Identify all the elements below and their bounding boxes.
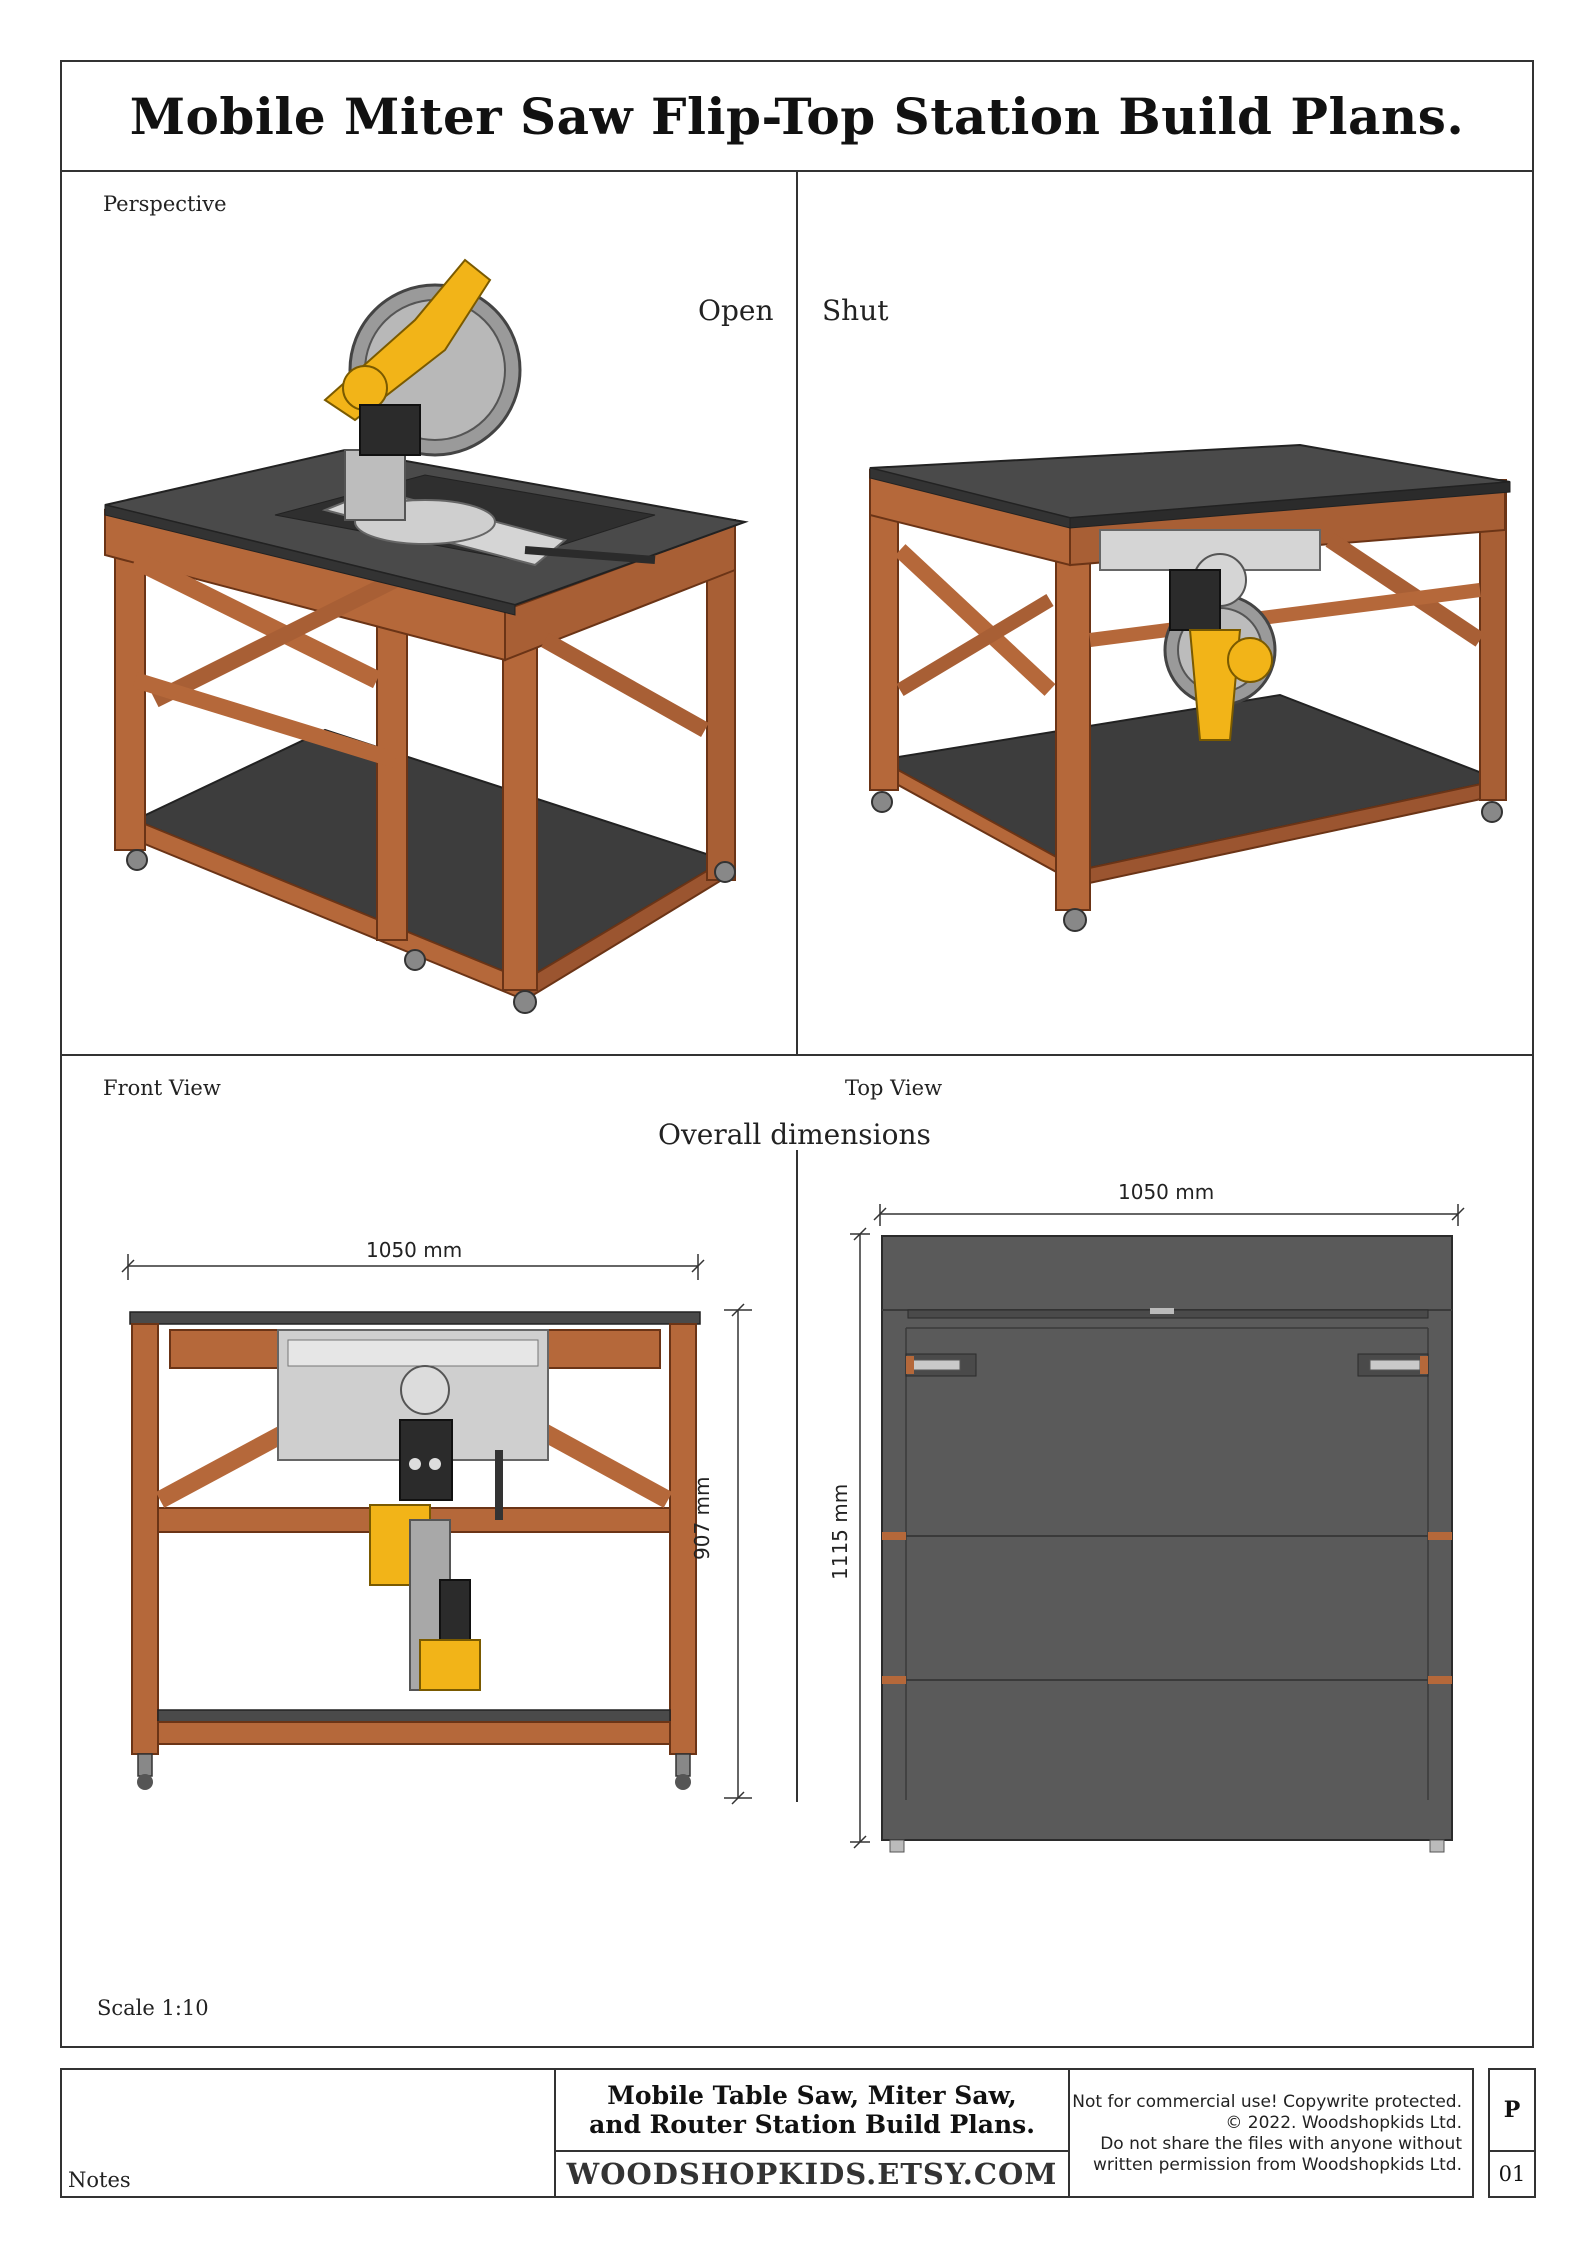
notes-label: Notes (68, 2168, 131, 2192)
front-view-label: Front View (103, 1076, 221, 1100)
front-width-dimension: 1050 mm (366, 1238, 463, 1262)
top-view-label: Top View (845, 1076, 943, 1100)
copyright-line-4: written permission from Woodshopkids Ltd… (1093, 2155, 1462, 2175)
orthographic-divider (796, 1150, 798, 1802)
website-box: WOODSHOPKIDS.ETSY.COM (554, 2150, 1070, 2198)
open-label: Open (698, 294, 774, 327)
project-line-2: and Router Station Build Plans. (589, 2110, 1035, 2139)
sheet-number-box: 01 (1488, 2150, 1536, 2198)
copyright-box: Not for commercial use! Copywrite protec… (1068, 2068, 1474, 2198)
shut-label: Shut (822, 294, 889, 327)
front-view-illustration (121, 1254, 752, 1805)
website-text: WOODSHOPKIDS.ETSY.COM (566, 2157, 1058, 2191)
scale-label: Scale 1:10 (97, 1996, 209, 2020)
top-depth-dimension: 1115 mm (828, 1483, 852, 1580)
sheet-type-box: P (1488, 2068, 1536, 2152)
top-view-illustration (850, 1204, 1465, 1853)
row-divider (60, 1054, 1534, 1056)
overall-dimensions-label: Overall dimensions (658, 1118, 931, 1151)
page-title: Mobile Miter Saw Flip-Top Station Build … (129, 86, 1465, 146)
copyright-line-3: Do not share the files with anyone witho… (1100, 2134, 1462, 2154)
project-line-1: Mobile Table Saw, Miter Saw, (607, 2081, 1017, 2110)
perspective-divider (796, 170, 798, 1054)
top-width-dimension: 1050 mm (1118, 1180, 1215, 1204)
sheet-type: P (1503, 2097, 1521, 2123)
copyright-line-1: Not for commercial use! Copywrite protec… (1072, 2092, 1462, 2112)
copyright-line-2: © 2022. Woodshopkids Ltd. (1225, 2113, 1462, 2133)
perspective-shut-illustration (869, 443, 1511, 932)
notes-box (60, 2068, 556, 2198)
front-height-dimension: 907 mm (690, 1476, 714, 1561)
perspective-open-illustration (104, 258, 749, 1014)
perspective-label: Perspective (103, 192, 227, 216)
sheet-number: 01 (1498, 2162, 1526, 2186)
project-box: Mobile Table Saw, Miter Saw, and Router … (554, 2068, 1070, 2152)
